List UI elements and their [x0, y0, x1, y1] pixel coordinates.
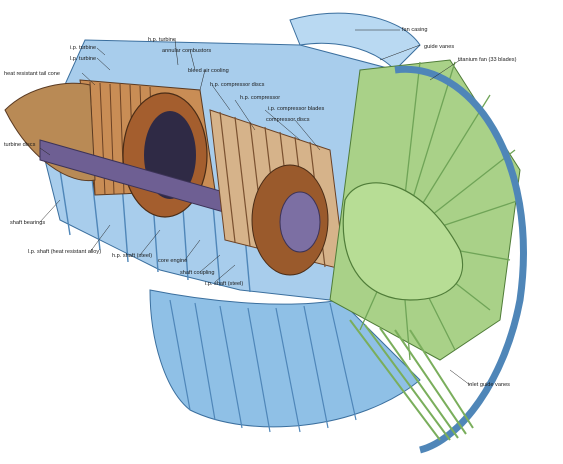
- label-hp-turbine: h.p. turbine: [148, 37, 176, 43]
- label-tail-cone: heat resistant tail cone: [4, 71, 60, 77]
- label-turbine-discs: turbine discs: [4, 142, 36, 148]
- label-bleed-air-cooling: bleed air cooling: [188, 68, 229, 74]
- compressor-disc-hub: [279, 191, 321, 253]
- leader-lines: [39, 29, 471, 386]
- inlet-guide-vanes: [349, 319, 474, 441]
- label-core-engine: core engine: [158, 258, 188, 264]
- spinner-cone: [342, 182, 464, 301]
- duct-ribs: [59, 157, 251, 293]
- label-shaft-bearings: shaft bearings: [10, 220, 46, 226]
- label-fan-casing: fan casing: [402, 27, 428, 33]
- label-compressor-discs: compressor discs: [266, 117, 310, 123]
- label-hp-shaft: h.p. shaft (steel): [112, 253, 153, 259]
- label-guide-vanes: guide vanes: [424, 44, 455, 50]
- lower-casing-ribs: [169, 299, 357, 433]
- label-lp-turbine: l.p. turbine: [70, 56, 97, 62]
- label-ip-turbine: i.p. turbine: [70, 45, 97, 51]
- label-hp-compressor-discs: h.p. compressor discs: [210, 82, 265, 88]
- label-hp-compressor: h.p. compressor: [240, 95, 281, 101]
- label-inlet-guide-vanes: inlet guide vanes: [468, 382, 510, 388]
- label-annular-combustors: annular combustors: [162, 48, 212, 54]
- label-shaft-coupling: shaft coupling: [180, 270, 215, 276]
- label-titanium-fan: titanium fan (33 blades): [458, 57, 517, 63]
- fan-outer-ring: [394, 65, 527, 454]
- label-ip-shaft: i.p. shaft (steel): [205, 281, 244, 287]
- label-ip-compressor-blades: i.p. compressor blades: [268, 106, 325, 112]
- label-lp-shaft: l.p. shaft (heat resistant alloy): [28, 249, 102, 255]
